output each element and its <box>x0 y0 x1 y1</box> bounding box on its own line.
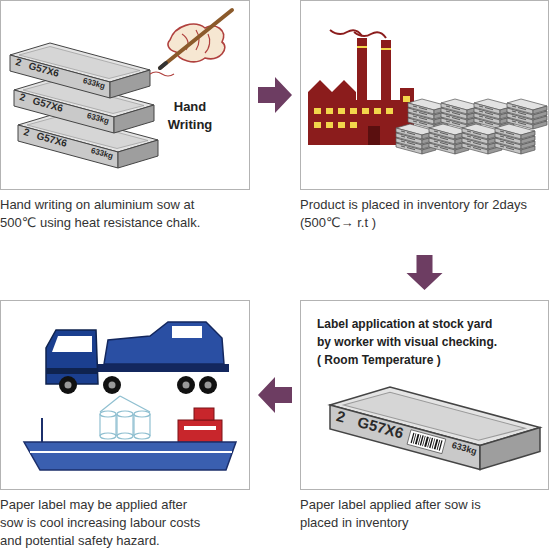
step-caption: Hand writing on aluminium sow at 500℃ us… <box>0 196 220 232</box>
hot-sow-stack <box>10 43 158 168</box>
process-step-panel: Label application at stock yard by worke… <box>300 300 550 553</box>
step-caption: Product is placed in inventory for 2days… <box>300 196 550 232</box>
cab-window <box>52 336 92 352</box>
trailer-deck <box>95 364 229 372</box>
wheels <box>59 376 217 394</box>
truck <box>46 322 229 394</box>
ship-mast <box>41 418 43 442</box>
panel-frame <box>0 0 250 190</box>
ship-bridge <box>194 408 214 420</box>
flow-arrow <box>258 377 292 413</box>
process-step-panel: Product is placed in inventory for 2days… <box>300 0 550 245</box>
sow-inventory <box>396 99 547 154</box>
factory-windows <box>314 96 410 128</box>
truck-cab <box>46 330 98 384</box>
process-step-panel: Paper label may be applied after sow is … <box>0 300 250 553</box>
chalk-tip <box>160 63 166 68</box>
stack-row <box>396 124 535 154</box>
step-caption: Paper label may be applied after sow is … <box>0 496 207 550</box>
scribble <box>150 72 174 76</box>
step-caption: Paper label applied after sow is placed … <box>300 496 520 532</box>
flow-arrow <box>407 255 443 290</box>
illustration-title: Label application at stock yard by worke… <box>317 315 501 369</box>
factory-door <box>368 126 380 145</box>
cargo-window <box>172 326 202 338</box>
hand-writing-icon <box>150 10 232 76</box>
smoke <box>354 32 386 38</box>
barcode-label <box>407 430 446 454</box>
panel-frame <box>300 0 549 190</box>
panel-frame <box>0 300 250 490</box>
labelled-sow <box>330 387 540 470</box>
process-step-panel: Hand WritingHand writing on aluminium so… <box>0 0 250 245</box>
aluminium-sow <box>330 387 540 470</box>
cargo-vehicle <box>104 322 224 364</box>
chimney <box>357 38 367 100</box>
chimney <box>381 40 391 100</box>
chalk-stick <box>160 10 232 68</box>
hoisted-cargo <box>100 396 150 439</box>
paper-label <box>407 430 446 454</box>
ship-windows <box>184 426 216 430</box>
barcode-bars <box>411 433 443 451</box>
chimney-band <box>357 46 367 48</box>
flow-arrow <box>258 77 292 113</box>
ship-superstructure <box>178 420 222 442</box>
hull-stripe <box>30 451 232 453</box>
cab-bumper <box>46 368 98 374</box>
ship <box>24 408 236 470</box>
aluminium-sow <box>10 43 150 98</box>
chimney-band <box>381 48 391 50</box>
ship-hull <box>24 442 236 470</box>
illustration-title: Hand Writing <box>158 98 222 134</box>
